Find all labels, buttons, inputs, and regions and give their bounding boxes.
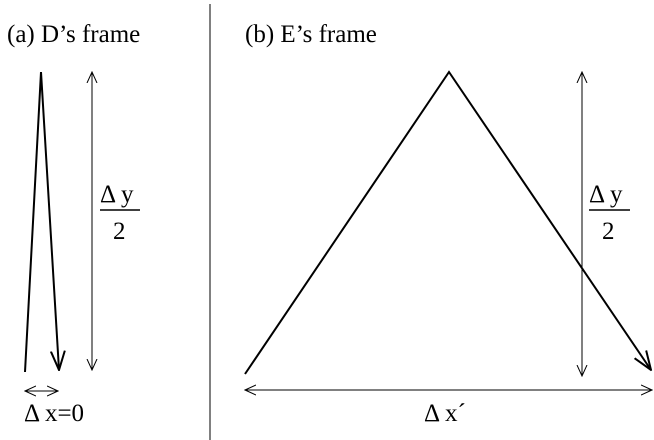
panel-a-height-label: Δ y 2 xyxy=(100,181,140,245)
panel-a-width-label: Δ x=0 xyxy=(24,400,84,427)
panel-a-height-numerator: Δ y xyxy=(100,181,134,208)
panel-b-title: (b) E’s frame xyxy=(245,21,377,48)
panel-b-width-label: Δ x´ xyxy=(424,400,466,427)
panel-b-height-denominator: 2 xyxy=(602,218,615,245)
panel-b-height-label: Δ y 2 xyxy=(589,181,630,245)
panel-a: (a) D’s frame Δ y 2 Δ x=0 xyxy=(7,21,140,427)
panel-a-light-path xyxy=(24,71,59,373)
panel-b-height-numerator: Δ y xyxy=(589,181,623,208)
panel-b-light-path xyxy=(244,70,651,375)
panel-b: (b) E’s frame Δ y 2 Δ x´ xyxy=(245,21,652,427)
panel-a-height-denominator: 2 xyxy=(113,218,126,245)
panel-a-title: (a) D’s frame xyxy=(7,21,140,48)
